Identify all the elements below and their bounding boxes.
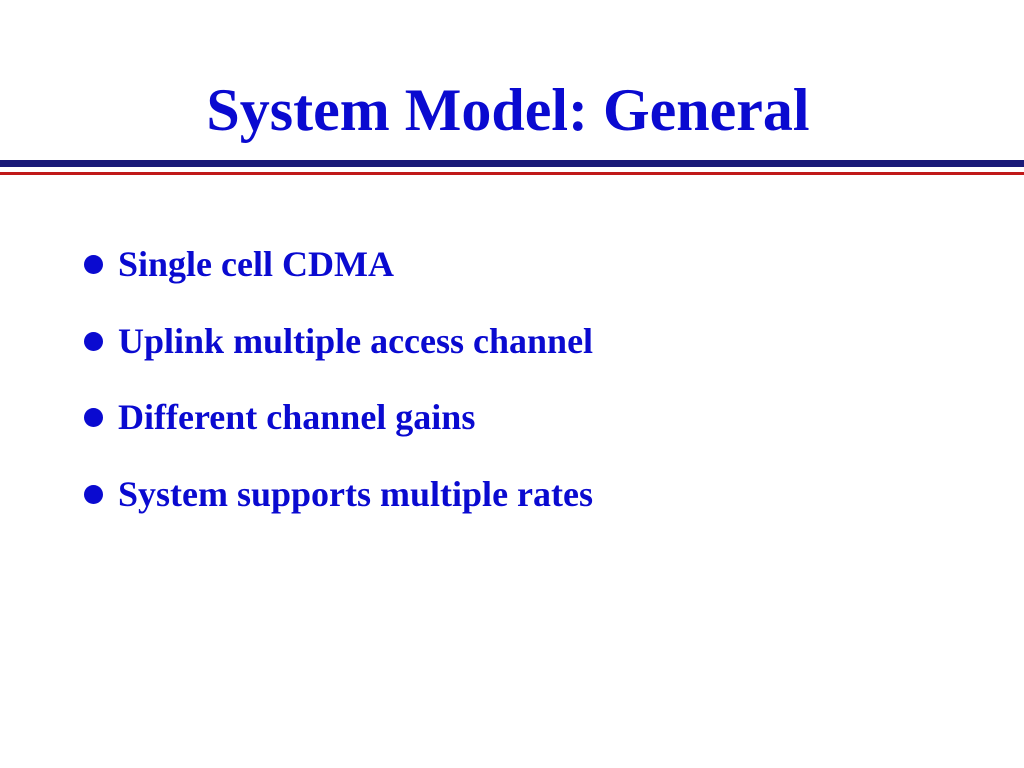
bullet-dot-icon (84, 408, 103, 427)
slide-title: System Model: General (206, 77, 810, 143)
bullet-dot-icon (84, 331, 103, 351)
bullet-text: Single cell CDMA (118, 244, 394, 284)
bullet-text: Uplink multiple access channel (118, 320, 594, 361)
bullet-text: Different channel gains (118, 397, 476, 437)
bullet-dot-icon (84, 255, 103, 274)
bullet-dot-icon (84, 484, 103, 504)
bullet-text: System supports multiple rates (118, 473, 593, 514)
title-underline-navy (0, 160, 1024, 167)
title-underline-red (0, 172, 1024, 175)
